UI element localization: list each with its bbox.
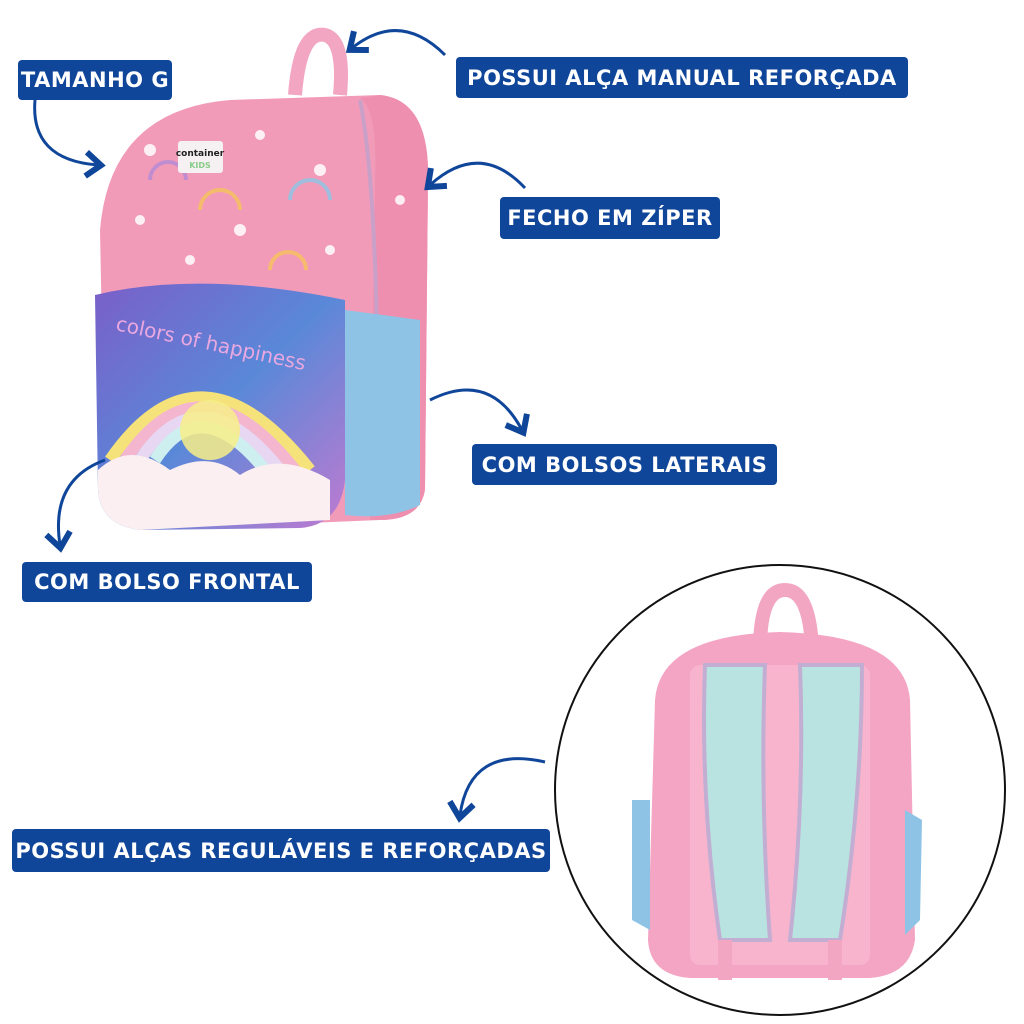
label-side-pockets: COM BOLSOS LATERAIS <box>472 444 777 485</box>
brand-sub-text: KIDS <box>189 161 211 170</box>
label-front-pocket: COM BOLSO FRONTAL <box>22 562 312 602</box>
arrow-straps <box>447 757 546 823</box>
backpack-front-view: container KIDS colors of happiness <box>95 27 429 530</box>
backpack-back-view <box>554 564 1006 1016</box>
brand-logo-text: container <box>176 149 225 159</box>
label-zipper: FECHO EM ZÍPER <box>500 197 720 239</box>
brand-patch <box>178 141 223 173</box>
arrow-zipper <box>424 161 527 191</box>
arrow-handle <box>345 29 447 57</box>
label-size: TAMANHO G <box>18 60 172 100</box>
callout-arrows <box>33 29 546 823</box>
side-mesh-pocket <box>345 310 420 517</box>
arrow-side-pockets <box>429 388 530 437</box>
left-strap <box>702 663 773 942</box>
label-handle: POSSUI ALÇA MANUAL REFORÇADA <box>456 57 908 98</box>
label-straps: POSSUI ALÇAS REGULÁVEIS E REFORÇADAS <box>12 829 550 872</box>
top-handle <box>288 27 348 96</box>
arrow-front-pocket <box>44 458 106 553</box>
arrow-size <box>33 99 106 179</box>
